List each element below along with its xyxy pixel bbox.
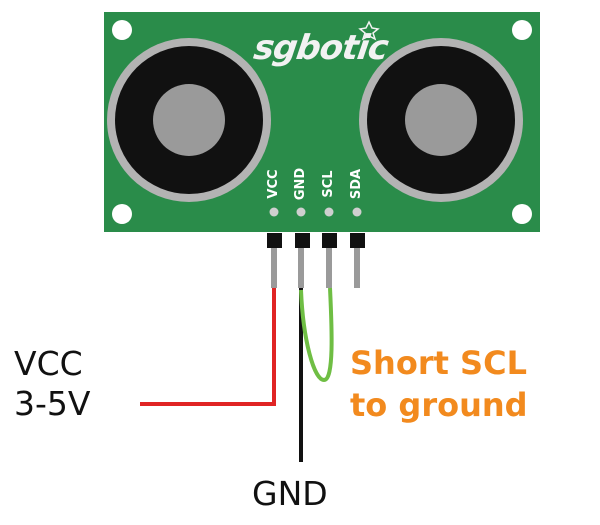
mount-hole-top-left bbox=[112, 20, 132, 40]
mount-hole-bottom-left bbox=[112, 204, 132, 224]
pin-label-gnd: GND bbox=[293, 167, 308, 201]
brand-logo: sgbotic bbox=[251, 28, 391, 68]
pin-pad-sda bbox=[352, 207, 362, 217]
pin-label-sda: SDA bbox=[349, 168, 364, 200]
pin-pad-gnd bbox=[296, 207, 306, 217]
pin-label-scl: SCL bbox=[321, 170, 336, 198]
transducer-left bbox=[107, 38, 271, 202]
gnd-label: GND bbox=[252, 474, 328, 513]
pin-pad-scl bbox=[324, 207, 334, 217]
mount-hole-bottom-right bbox=[512, 204, 532, 224]
vcc-voltage-label: 3-5V bbox=[14, 384, 91, 423]
mount-hole-top-right bbox=[512, 20, 532, 40]
note-line-2: to ground bbox=[350, 386, 528, 424]
pin-pad-vcc bbox=[269, 207, 279, 217]
header-pins bbox=[267, 233, 365, 288]
vcc-wire bbox=[140, 288, 276, 406]
note-line-1: Short SCL bbox=[350, 344, 527, 382]
pin-label-vcc: VCC bbox=[266, 169, 281, 199]
scl-ground-jumper bbox=[299, 287, 334, 383]
transducer-right bbox=[359, 38, 523, 202]
vcc-label: VCC bbox=[14, 344, 83, 383]
logo-star-mark bbox=[358, 20, 380, 41]
